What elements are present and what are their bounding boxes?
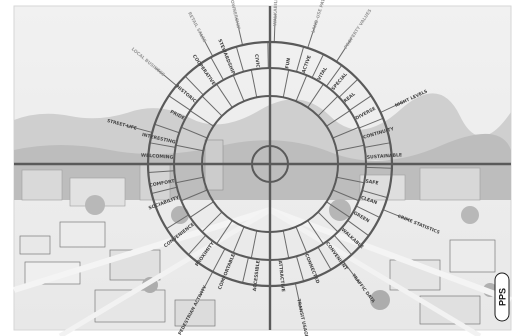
logo-badge: PPS [495,273,509,321]
measurement-label: WALKABILITY [272,0,279,26]
logo-text: PPS [498,288,508,306]
